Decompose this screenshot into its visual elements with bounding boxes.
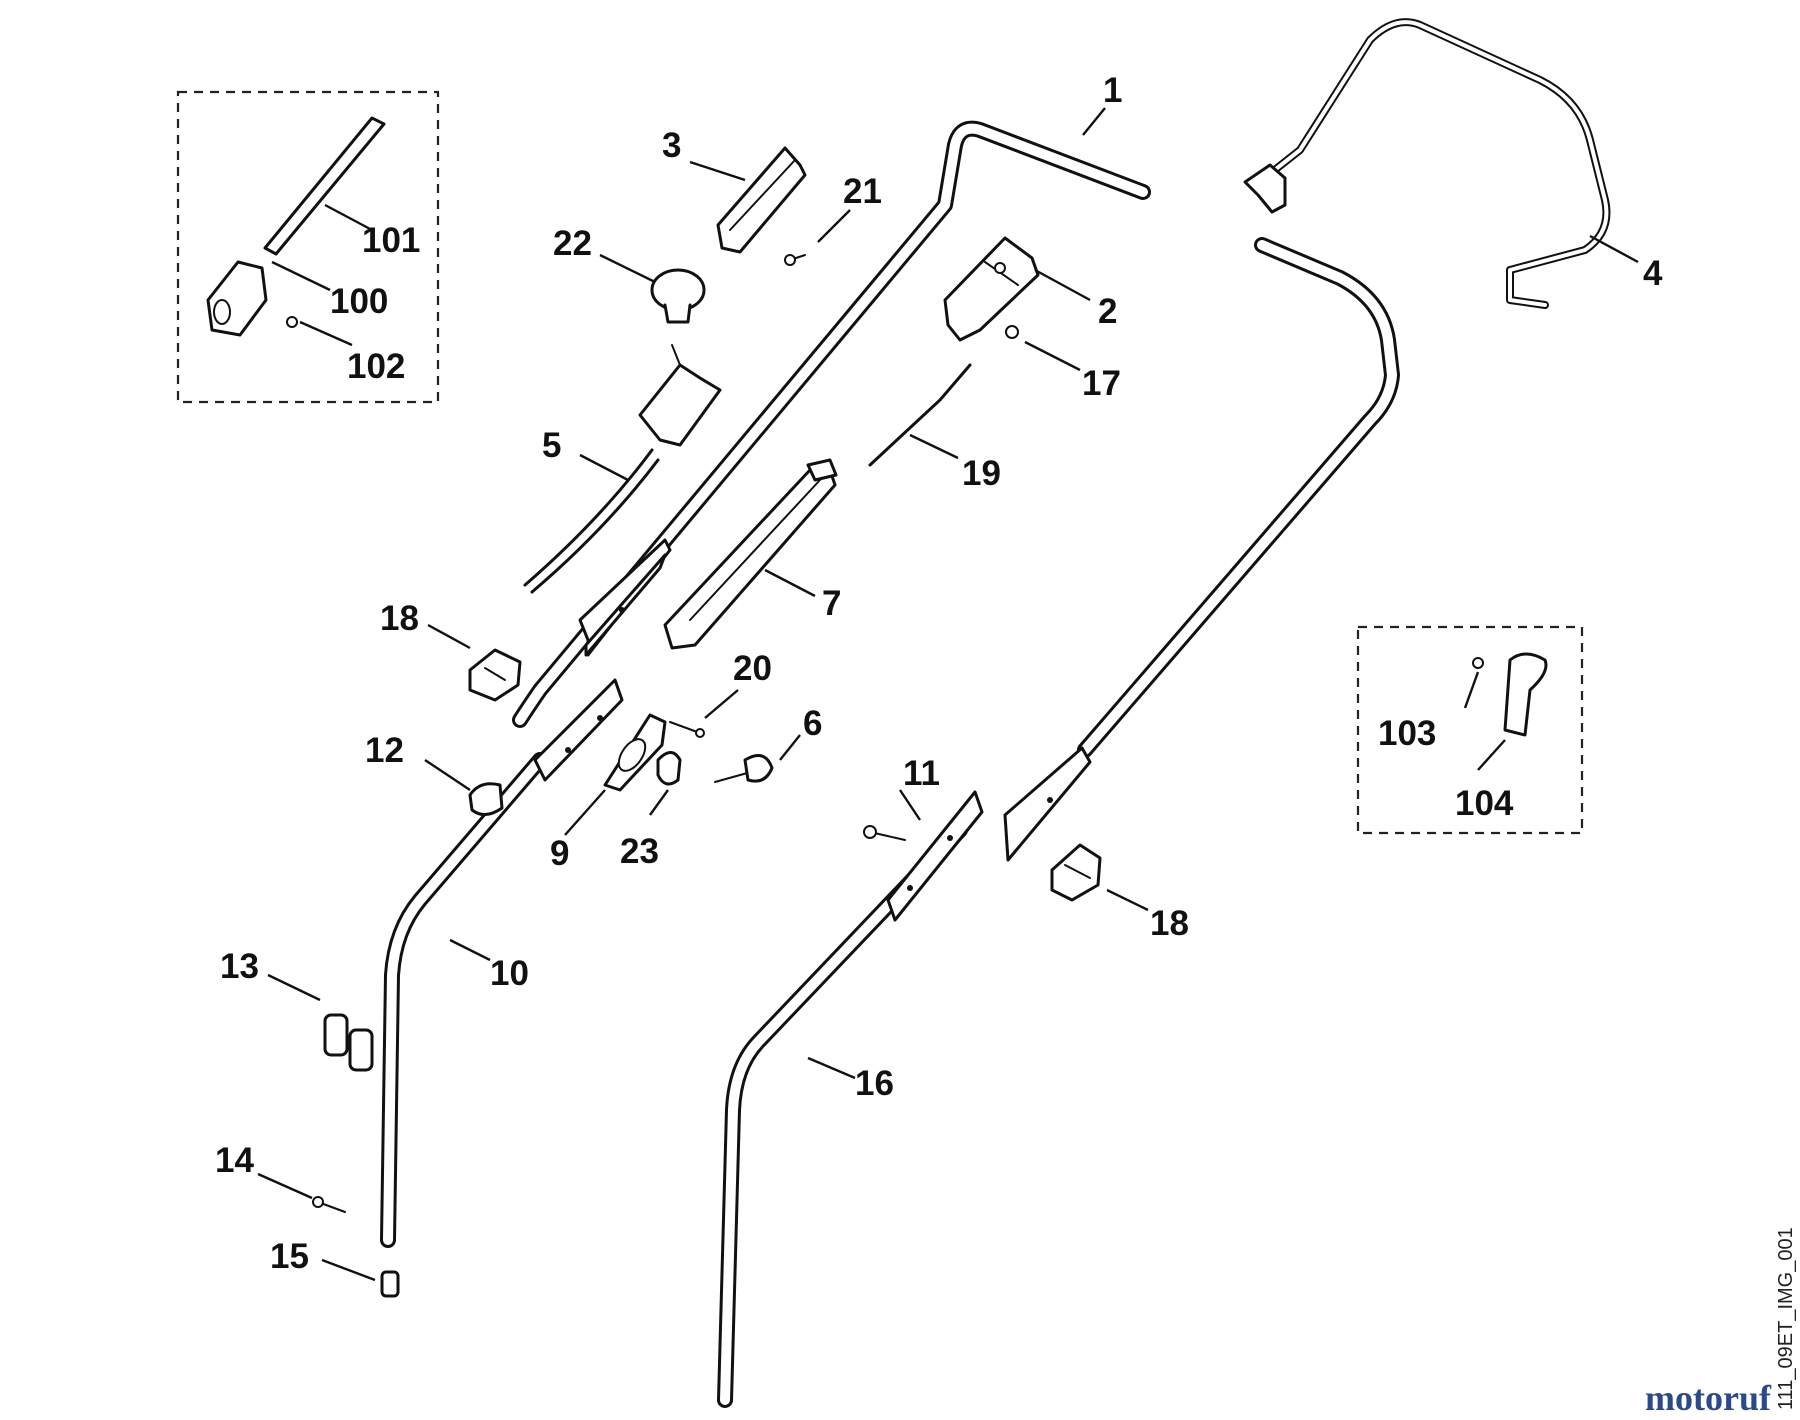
part-22-cap [650,268,706,324]
part-9-plate [603,713,667,792]
part-14-screw [312,1196,346,1213]
part-103-screw [1472,657,1484,669]
part-21-screw [784,254,806,266]
callout-102: 102 [347,347,405,386]
callout-17: 17 [1082,364,1121,403]
part-104-cover [1503,652,1548,737]
part-3-handle-cover [716,146,807,254]
callout-12: 12 [365,731,404,770]
part-19-cable [868,363,972,467]
callout-11: 11 [903,754,940,793]
part-5-lever [523,344,722,594]
callout-10: 10 [490,954,529,993]
callout-20: 20 [733,649,772,688]
part-102-screw [286,316,298,328]
part-23-clip [656,751,682,786]
part-100-cover [206,260,268,337]
part-11-bolt [863,825,906,841]
callout-7: 7 [822,584,841,623]
callout-5: 5 [542,426,561,465]
part-6-bolt [714,754,774,783]
callout-16: 16 [855,1064,894,1103]
callout-22: 22 [553,224,592,263]
callout-15: 15 [270,1237,309,1276]
part-18-clamp-knob-right [1050,843,1102,902]
part-4-bail-wire [1243,18,1611,309]
callout-21: 21 [843,172,882,211]
callout-100: 100 [330,282,388,321]
callout-4: 4 [1643,254,1663,293]
callout-2: 2 [1098,292,1117,331]
callout-1: 1 [1103,71,1122,110]
part-10-lower-handle-left [380,678,624,1248]
part-17-screw [1005,325,1019,339]
optional-kit-box-right [1356,625,1584,835]
reference-code: 111_09ET_IMG_001 [1775,1227,1797,1410]
callout-9: 9 [550,834,569,873]
part-2-bracket [943,236,1040,342]
callout-18a: 18 [380,599,419,638]
callout-6: 6 [803,704,822,743]
watermark-logo: motoruf [1645,1378,1772,1418]
callout-23: 23 [620,832,659,871]
part-16-lower-handle-right [717,790,984,1408]
leader-lines [257,107,1639,1282]
part-12-clip [468,782,504,816]
part-20-screw [669,721,705,738]
part-1-upper-handle [512,120,1400,862]
part-7-channel [663,458,838,650]
callout-18b: 18 [1150,904,1189,943]
part-15-end-cap [380,1270,400,1298]
optional-kit-box-top-left [176,90,440,404]
callout-13: 13 [220,947,259,986]
callout-3: 3 [662,126,681,165]
callout-19: 19 [962,454,1001,493]
part-13-grommets [323,1013,374,1072]
callout-104: 104 [1455,784,1514,823]
part-18-clamp-knob-left [468,648,522,702]
part-101-rod [263,116,386,256]
callout-14: 14 [215,1141,254,1180]
callout-101: 101 [362,221,420,260]
callout-103: 103 [1378,714,1436,753]
